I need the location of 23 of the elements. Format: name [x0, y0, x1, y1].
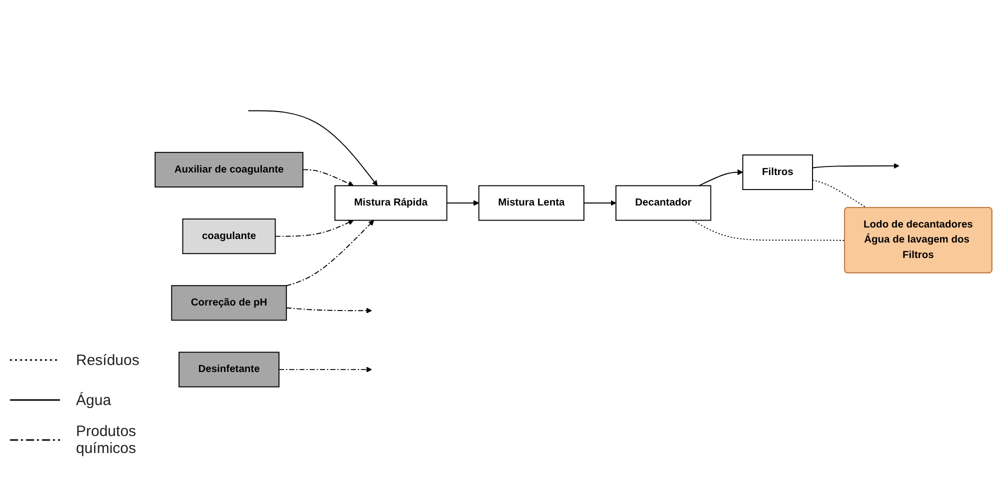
- node-box: coagulante: [182, 218, 276, 254]
- arrow: [286, 307, 372, 314]
- legend-label: Produtos químicos: [76, 423, 138, 457]
- arrow: [446, 200, 480, 206]
- arrow: [248, 110, 378, 186]
- arrow: [302, 169, 354, 186]
- arrow: [698, 169, 744, 186]
- arrow: [286, 220, 374, 286]
- arrow: [278, 366, 372, 372]
- connector: [812, 180, 868, 208]
- legend-label: Resíduos: [76, 352, 140, 368]
- node-box: Desinfetante: [178, 352, 280, 388]
- legend-label: Água: [76, 392, 112, 408]
- node-box: Auxiliar de coagulante: [154, 152, 304, 188]
- arrow: [812, 163, 900, 169]
- node-box: Decantador: [615, 185, 712, 221]
- arrow: [274, 220, 354, 237]
- arrow: [583, 200, 616, 206]
- node-box: Mistura Lenta: [478, 185, 584, 221]
- connector: [692, 220, 846, 241]
- node-box: Correção de pH: [171, 285, 287, 321]
- node-box: Mistura Rápida: [334, 185, 448, 221]
- node-box: Filtros: [742, 154, 813, 190]
